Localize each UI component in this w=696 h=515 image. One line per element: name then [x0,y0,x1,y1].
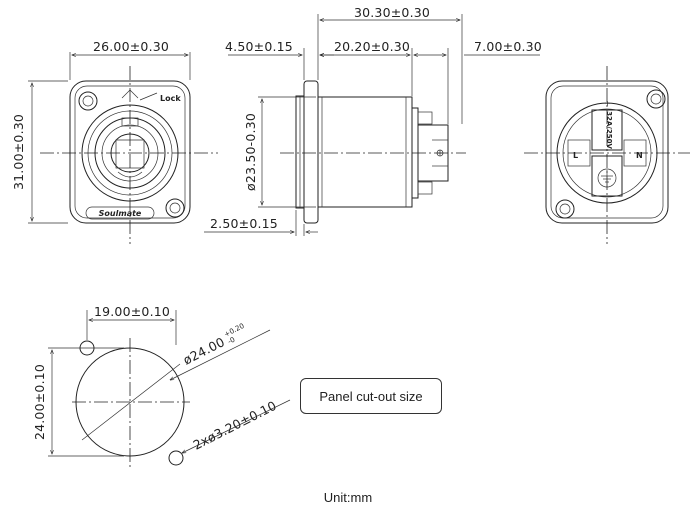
side-body [317,96,413,208]
unit-label: Unit:mm [323,490,373,505]
panel-cutout-view: 19.00±0.10 24.00±0.10 ø24.00 +0.20 -0 2x… [32,304,291,468]
side-flange [303,80,319,224]
dim-front-height: 31.00±0.30 [11,114,26,190]
side-view: 30.30±0.30 4.50±0.15 20.20±0.30 7.00±0.3… [204,5,542,236]
rating-label: 32A/250V [605,111,613,149]
dim-body-length: 20.20±0.30 [334,39,410,54]
dim-front-width: 26.00±0.30 [93,39,169,54]
dim-panel-thickness: 2.50±0.15 [210,216,278,231]
svg-text:+: + [604,99,611,108]
dim-flange-thickness: 4.50±0.15 [225,39,293,54]
dim-hole-spacing: 19.00±0.10 [94,304,170,319]
rear-view: 32A/250V L N + [524,66,690,244]
dim-cutout-diameter-lower: -0 [226,336,236,346]
lock-label: Lock [160,94,181,103]
rear-mount-hole-bottom-left [555,199,575,219]
terminal-l-label: L [573,151,578,160]
panel-cutout-label: Panel cut-out size [300,378,442,414]
terminal-n-label: N [636,151,643,160]
dim-body-diameter: ø23.50-0.30 [243,113,258,191]
dim-cutout-diameter-upper: +0.20 [223,322,246,339]
mount-hole-bottom-right [165,198,185,218]
dim-cutout-diameter: ø24.00 [181,334,228,368]
front-view: Lock Soulmate 26.00±0.30 31.00±0.30 [11,39,218,244]
dim-mount-holes: 2xø3.20±0.10 [191,398,279,453]
cutout-hole-bottom-right [168,450,184,466]
rear-mount-hole-top-right [646,89,666,109]
brand-label: Soulmate [99,209,142,218]
dim-overall-length: 30.30±0.30 [354,5,430,20]
dim-pin-length: 7.00±0.30 [474,39,542,54]
dim-cutout-height: 24.00±0.10 [32,364,47,440]
mount-hole-top-left [78,91,98,111]
